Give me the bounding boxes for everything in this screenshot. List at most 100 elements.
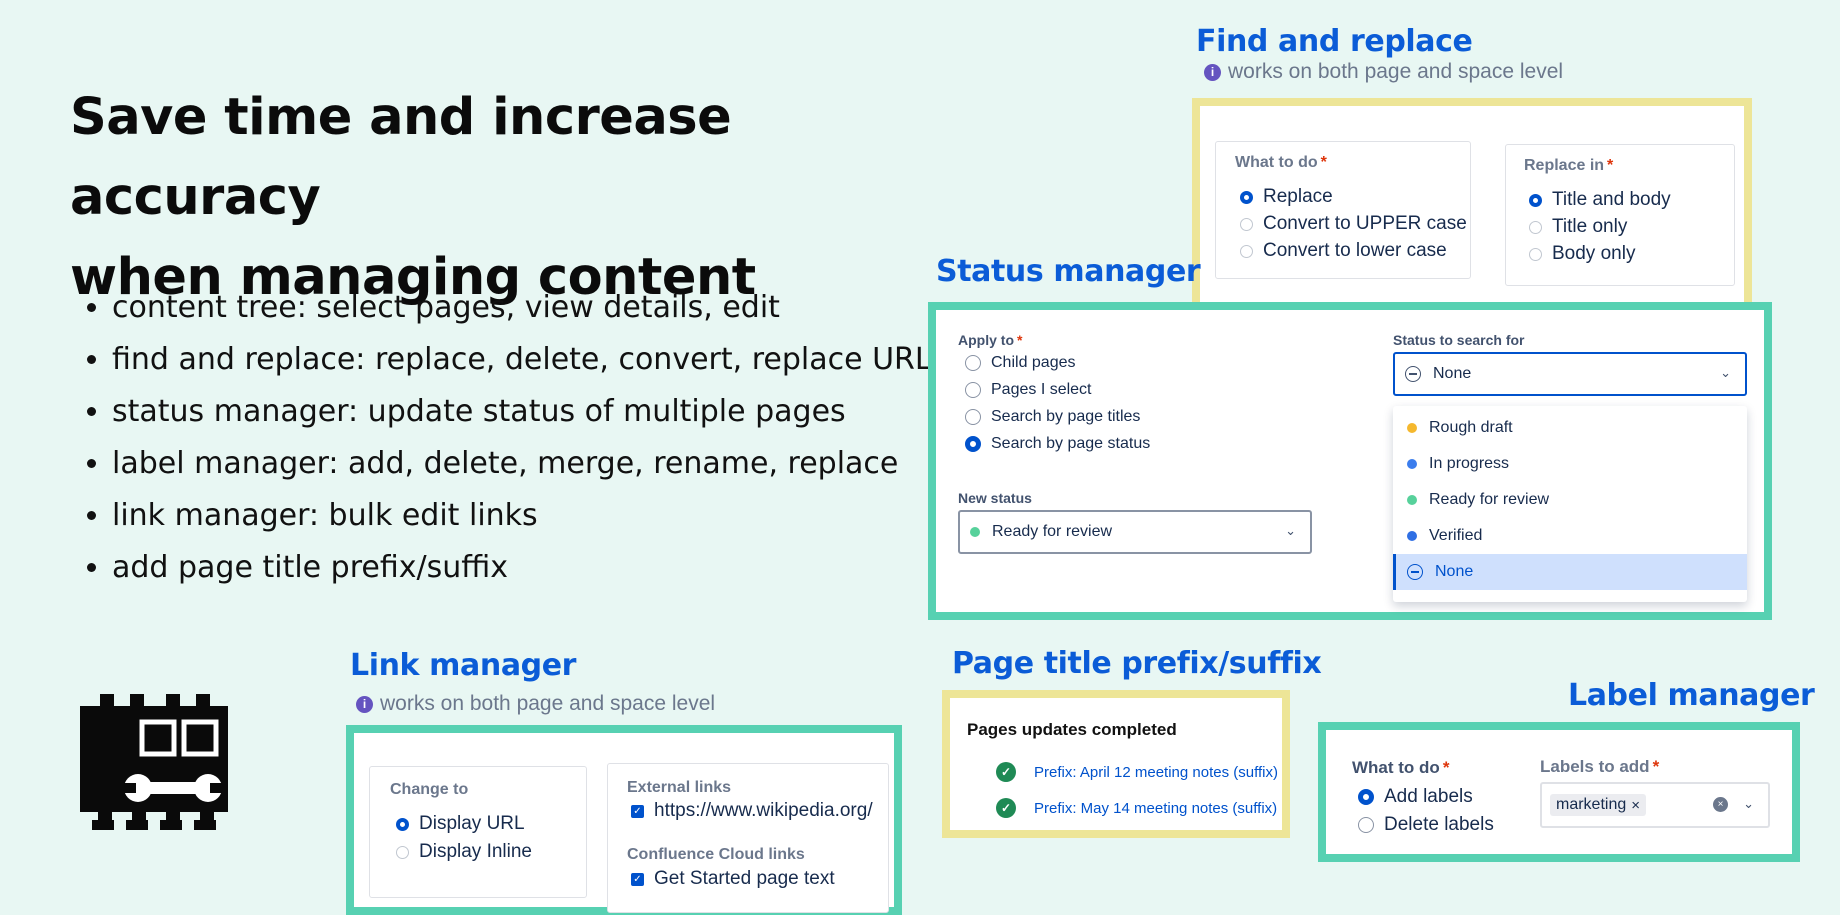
replace-in-card: Replace in* Title and body Title only Bo… <box>1505 144 1735 286</box>
radio-replace[interactable]: Replace <box>1240 186 1333 208</box>
feature-item: link manager: bulk edit links <box>112 490 932 542</box>
radio-title-and-body[interactable]: Title and body <box>1529 189 1671 211</box>
find-replace-note: i works on both page and space level <box>1204 60 1563 84</box>
new-status-value: Ready for review <box>992 523 1113 540</box>
status-option-none[interactable]: None <box>1393 554 1747 590</box>
radio-empty-icon <box>396 845 409 859</box>
chevron-down-icon: ⌄ <box>1285 523 1296 538</box>
radio-add-labels[interactable]: Add labels <box>1358 786 1473 808</box>
status-dot-icon <box>970 527 980 537</box>
prefix-suffix-panel: Pages updates completed ✓ Prefix: April 1… <box>942 690 1290 838</box>
apply-to-label: Apply to* <box>958 332 1023 348</box>
radio-empty-icon <box>1240 217 1253 231</box>
feature-item: label manager: add, delete, merge, renam… <box>112 438 932 490</box>
status-option-rough-draft[interactable]: Rough draft <box>1393 410 1747 446</box>
chevron-down-icon[interactable]: ⌄ <box>1743 796 1754 811</box>
status-manager-title: Status manager <box>936 254 1201 289</box>
check-circle-icon: ✓ <box>996 798 1016 818</box>
completed-page-link[interactable]: Prefix: May 14 meeting notes (suffix) <box>1034 799 1278 817</box>
clear-icon[interactable]: × <box>1713 797 1728 812</box>
external-links-label: External links <box>627 779 732 796</box>
label-manager-panel: What to do* Add labels Delete labels Lab… <box>1318 722 1800 862</box>
radio-selected-icon <box>396 817 409 831</box>
radio-selected-icon <box>965 436 981 452</box>
status-option-ready-for-review[interactable]: Ready for review <box>1393 482 1747 518</box>
feature-item: find and replace: replace, delete, conve… <box>112 334 932 386</box>
find-replace-title: Find and replace <box>1196 24 1473 59</box>
headline-line-1: Save time and increase accuracy <box>70 88 732 227</box>
radio-search-by-titles[interactable]: Search by page titles <box>965 408 1140 426</box>
info-icon: i <box>356 695 373 713</box>
link-manager-panel: Change to Display URL Display Inline Ext… <box>346 725 902 915</box>
radio-empty-icon <box>1358 817 1374 833</box>
status-to-search-select[interactable]: None ⌄ <box>1393 352 1747 396</box>
radio-display-url[interactable]: Display URL <box>396 813 525 835</box>
feature-item: add page title prefix/suffix <box>112 542 932 594</box>
labels-to-add-input[interactable]: marketing× × ⌄ <box>1540 782 1770 828</box>
headline-line-2: when managing content <box>70 248 756 307</box>
info-icon: i <box>1204 63 1221 81</box>
radio-empty-icon <box>1240 244 1253 258</box>
radio-empty-icon <box>965 355 981 371</box>
radio-body-only[interactable]: Body only <box>1529 243 1635 265</box>
new-status-label: New status <box>958 490 1032 506</box>
change-to-card: Change to Display URL Display Inline <box>369 766 587 898</box>
completed-row: ✓ Prefix: April 12 meeting notes (suffix) <box>996 762 1278 782</box>
prefix-suffix-title: Page title prefix/suffix <box>952 646 1322 681</box>
radio-empty-icon <box>965 382 981 398</box>
remove-tag-icon[interactable]: × <box>1631 796 1641 814</box>
what-to-do-card: What to do* Replace Convert to UPPER cas… <box>1215 141 1471 279</box>
chevron-down-icon: ⌄ <box>1720 365 1731 380</box>
replace-in-label: Replace in* <box>1524 157 1614 174</box>
label-tag: marketing× <box>1550 794 1647 816</box>
cloud-link-checkbox[interactable]: ✓Get Started page text <box>631 868 835 890</box>
what-to-do-label: What to do* <box>1235 154 1327 171</box>
status-dot-icon <box>1407 423 1417 433</box>
link-manager-title: Link manager <box>350 648 577 683</box>
radio-empty-icon <box>1529 220 1542 234</box>
link-manager-note: i works on both page and space level <box>356 692 715 716</box>
radio-delete-labels[interactable]: Delete labels <box>1358 814 1494 836</box>
status-dot-icon <box>1407 495 1417 505</box>
none-status-icon <box>1407 564 1423 580</box>
status-option-verified[interactable]: Verified <box>1393 518 1747 554</box>
label-what-to-do-label: What to do* <box>1352 758 1450 777</box>
check-circle-icon: ✓ <box>996 762 1016 782</box>
change-to-label: Change to <box>390 781 469 798</box>
updates-completed-heading: Pages updates completed <box>967 720 1177 739</box>
radio-child-pages[interactable]: Child pages <box>965 354 1076 372</box>
find-replace-panel: What to do* Replace Convert to UPPER cas… <box>1192 98 1752 320</box>
radio-empty-icon <box>1529 247 1542 261</box>
cloud-links-label: Confluence Cloud links <box>627 846 805 863</box>
radio-search-by-status[interactable]: Search by page status <box>965 435 1150 453</box>
status-dropdown-menu: Rough draft In progress Ready for review… <box>1393 406 1747 602</box>
completed-row: ✓ Prefix: May 14 meeting notes (suffix) <box>996 798 1277 818</box>
completed-page-link[interactable]: Prefix: April 12 meeting notes (suffix) <box>1034 763 1278 781</box>
status-manager-panel: Apply to* Child pages Pages I select Sea… <box>928 302 1772 620</box>
status-dot-icon <box>1407 531 1417 541</box>
radio-selected-icon <box>1240 190 1253 204</box>
radio-convert-lower[interactable]: Convert to lower case <box>1240 240 1447 262</box>
radio-selected-icon <box>1529 193 1542 207</box>
links-card: External links ✓https://www.wikipedia.or… <box>607 763 889 913</box>
new-status-select[interactable]: Ready for review ⌄ <box>958 510 1312 554</box>
checkbox-checked-icon: ✓ <box>631 872 644 886</box>
radio-selected-icon <box>1358 789 1374 805</box>
headline: Save time and increase accuracy when man… <box>70 78 970 318</box>
radio-display-inline[interactable]: Display Inline <box>396 841 532 863</box>
checkbox-checked-icon: ✓ <box>631 804 644 818</box>
feature-item: status manager: update status of multipl… <box>112 386 932 438</box>
none-status-icon <box>1405 366 1421 382</box>
status-to-search-value: None <box>1433 365 1472 382</box>
label-manager-title: Label manager <box>1568 678 1815 713</box>
robot-wrench-logo-icon <box>80 694 228 830</box>
status-option-in-progress[interactable]: In progress <box>1393 446 1747 482</box>
find-replace-note-text: works on both page and space level <box>1228 60 1564 83</box>
radio-pages-i-select[interactable]: Pages I select <box>965 381 1092 399</box>
radio-title-only[interactable]: Title only <box>1529 216 1627 238</box>
radio-convert-upper[interactable]: Convert to UPPER case <box>1240 213 1467 235</box>
link-manager-note-text: works on both page and space level <box>380 692 716 715</box>
feature-item: content tree: select pages, view details… <box>112 282 932 334</box>
external-link-checkbox[interactable]: ✓https://www.wikipedia.org/ <box>631 800 873 822</box>
feature-list: content tree: select pages, view details… <box>70 282 932 594</box>
